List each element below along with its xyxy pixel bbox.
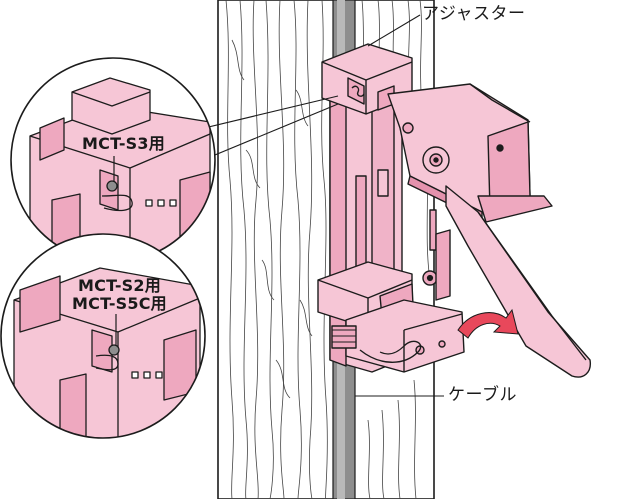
external-leaders — [355, 14, 444, 397]
label-mct-s2: MCT-S2用 — [78, 276, 161, 295]
detail-bubble-s3 — [10, 57, 216, 263]
detail-bubble-s2-s5c — [0, 233, 206, 439]
label-mct-s3: MCT-S3用 — [82, 134, 165, 153]
label-cable: ケーブル — [448, 385, 517, 405]
label-adjuster: アジャスター — [422, 4, 526, 24]
label-mct-s5c: MCT-S5C用 — [72, 294, 167, 313]
curved-arrow-icon — [457, 308, 519, 339]
callout-leaders — [195, 95, 339, 163]
leader-adjuster — [367, 14, 421, 47]
tool — [317, 43, 591, 378]
